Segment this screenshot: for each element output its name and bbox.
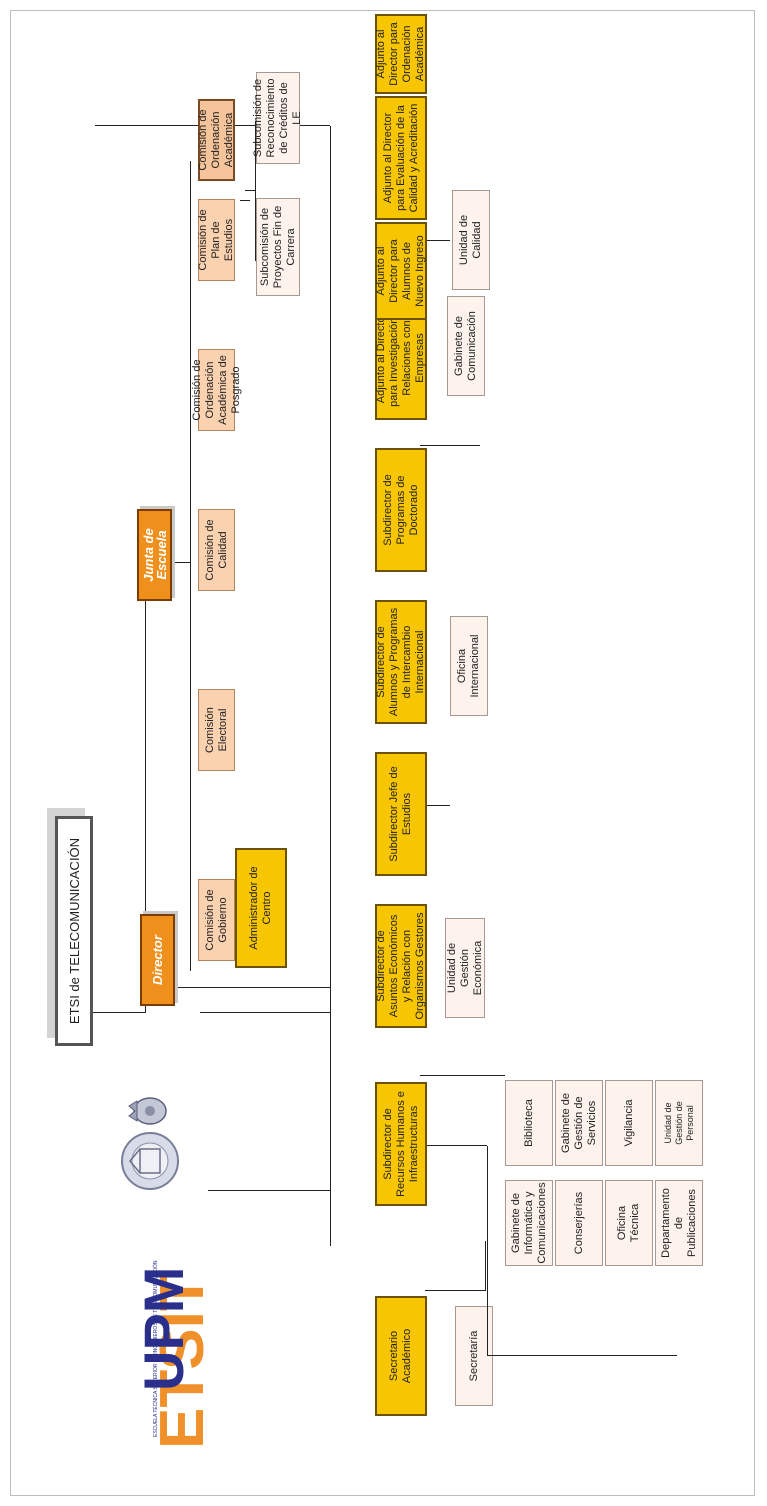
connector-line	[208, 1190, 330, 1191]
etsit-upm-logo: ETSIT UPM ESCUELA TÉCNICA SUPERIOR DE IN…	[95, 1241, 217, 1451]
cargo-ordenacion: Adjunto al Director para Ordenación Acad…	[375, 14, 427, 94]
connector-line	[200, 1012, 330, 1013]
connector-line	[485, 1241, 486, 1291]
rrhh-oficina-tecnica: Oficina Técnica	[605, 1180, 653, 1266]
connector-line	[425, 1290, 485, 1291]
connector-line	[487, 1146, 488, 1356]
junta-box: Junta de Escuela	[137, 509, 172, 601]
administrador-box: Administrador de Centro	[235, 848, 287, 968]
rrhh-gabinete-informatica: Gabinete de Informática y Comunicaciones	[505, 1180, 553, 1266]
connector-line	[420, 1075, 505, 1076]
connector-line	[240, 200, 250, 201]
page-frame	[10, 10, 755, 1496]
connector-line	[90, 1012, 145, 1013]
cargo-jefe-estudios: Subdirector Jefe de Estudios	[375, 752, 427, 876]
logo-upm-text: UPM	[132, 1267, 195, 1391]
director-label: Director	[150, 935, 165, 985]
unidad-oficina-internacional: Oficina Internacional	[450, 616, 488, 716]
connector-line	[487, 1355, 677, 1356]
cargo-secretario: Secretario Académico	[375, 1296, 427, 1416]
crest-icon	[95, 1081, 205, 1201]
comision-gobierno: Comisión de Gobierno	[198, 879, 235, 961]
comision-calidad: Comisión de Calidad	[198, 509, 235, 591]
connector-line	[427, 1145, 487, 1146]
cargo-alumnos-intercambio: Subdirector de Alumnos y Programas de In…	[375, 600, 427, 724]
junta-label: Junta de Escuela	[140, 528, 169, 582]
unidad-calidad: Unidad de Calidad	[452, 190, 490, 290]
cargo-nuevo-ingreso: Adjunto al Director para Alumnos de Nuev…	[375, 222, 427, 320]
rrhh-biblioteca: Biblioteca	[505, 1080, 553, 1166]
director-box: Director	[140, 914, 175, 1006]
unidad-gabinete-comunicacion: Gabinete de Comunicación	[447, 296, 485, 396]
cargo-doctorado: Subdirector de Programas de Doctorado	[375, 448, 427, 572]
root-title: ETSI de TELECOMUNICACIÓN	[66, 837, 82, 1025]
rrhh-departamento-publicaciones: Departamento de Publicaciones	[655, 1180, 703, 1266]
cargo-calidad: Adjunto al Director para Evaluación de l…	[375, 96, 427, 220]
rrhh-conserjerias: Conserjerías	[555, 1180, 603, 1266]
administrador-label: Administrador de Centro	[248, 866, 273, 950]
comision-oa: Comisión de Ordenación Académica	[197, 99, 235, 181]
cargo-economicos: Subdirector de Asuntos Económicos y Rela…	[375, 904, 427, 1028]
subcomision-pfc: Subcomisión de Proyectos Fin de Carrera	[256, 198, 300, 296]
root-title-box: ETSI de TELECOMUNICACIÓN	[55, 816, 93, 1046]
rrhh-gabinete-gestion-servicios: Gabinete de Gestión de Servicios	[555, 1080, 603, 1166]
connector-line	[330, 126, 331, 1246]
comision-plan-estudios: Comisión de Plan de Estudios	[197, 199, 235, 281]
rrhh-unidad-gestion-personal: Unidad de Gestión de Personal	[655, 1080, 703, 1166]
comision-electoral: Comisión Electoral	[198, 689, 235, 771]
rrhh-vigilancia: Vigilancia	[605, 1080, 653, 1166]
connector-line	[190, 161, 191, 971]
cargo-rrhh: Subdirector de Recursos Humanos e Infrae…	[375, 1082, 427, 1206]
comision-oa-posgrado: Comisión de Ordenación Académica de Posg…	[191, 349, 242, 431]
connector-line	[160, 987, 330, 988]
connector-line	[420, 445, 480, 446]
logo-etsit-text: ETSIT	[148, 1273, 210, 1449]
subcomision-le: Subcomisión de Reconocimiento de Crédito…	[252, 72, 303, 164]
unidad-gestion-economica: Unidad de Gestión Económica	[445, 918, 485, 1018]
connector-line	[245, 190, 255, 191]
logo-subtitle: ESCUELA TÉCNICA SUPERIOR DE INGENIEROS D…	[152, 1260, 159, 1437]
